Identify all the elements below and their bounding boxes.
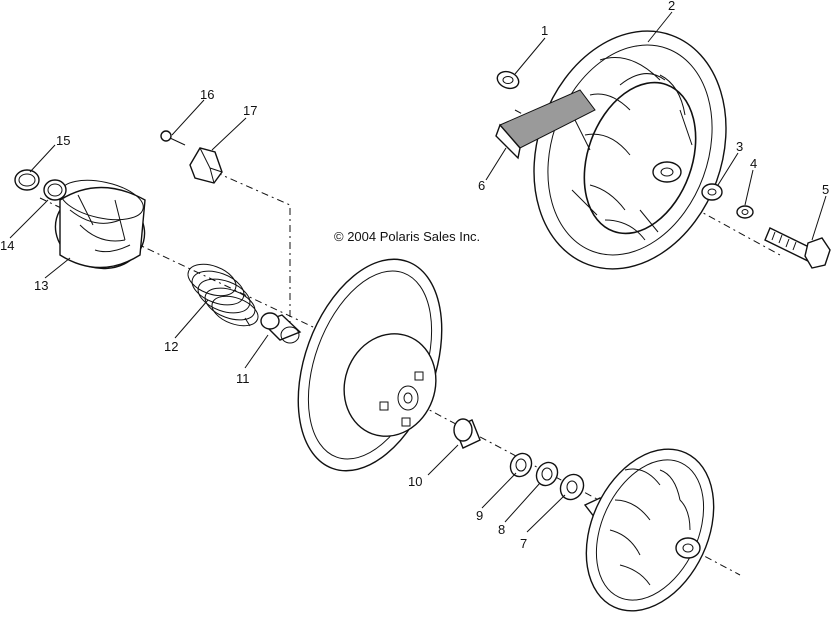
washer-part-1: [496, 70, 520, 90]
moveable-sheave: [297, 258, 443, 472]
ring-part-14: [43, 179, 67, 201]
bushing-part-11: [260, 312, 302, 344]
callout-3: 3: [736, 139, 743, 154]
callout-16: 16: [200, 87, 214, 102]
washer-part-9: [509, 452, 533, 478]
callout-8: 8: [498, 522, 505, 537]
callout-10: 10: [408, 474, 422, 489]
callout-13: 13: [34, 278, 48, 293]
washer-part-3: [701, 183, 723, 201]
callout-labels: 1 2 3 4 5 6 7 8 9 10 11 12 13 14 15 16 1…: [0, 0, 829, 551]
washer-part-7: [559, 473, 585, 501]
callout-17: 17: [243, 103, 257, 118]
callout-2: 2: [668, 0, 675, 13]
callout-15: 15: [56, 133, 70, 148]
callout-12: 12: [164, 339, 178, 354]
callout-14: 14: [0, 238, 14, 253]
screw-part-16: [160, 130, 186, 146]
washer-part-4: [736, 205, 754, 219]
callout-4: 4: [750, 156, 757, 171]
callout-11: 11: [236, 371, 250, 386]
callout-7: 7: [520, 536, 527, 551]
callout-6: 6: [478, 178, 485, 193]
callout-1: 1: [541, 23, 548, 38]
copyright-text: © 2004 Polaris Sales Inc.: [334, 229, 480, 244]
upper-sheave-part-2: [533, 30, 727, 270]
leader-lines: [9, 11, 827, 533]
bracket-part-17: [189, 147, 223, 184]
stationary-sheave: [583, 448, 715, 612]
bushing-part-10: [453, 418, 481, 449]
cam-part-13: [54, 179, 146, 270]
bolt-part-5: [764, 227, 831, 269]
washer-part-8: [535, 461, 559, 487]
snap-ring-part-15: [14, 169, 40, 191]
spring-part-12: [187, 263, 259, 327]
weight-bar-part-6: [495, 89, 596, 160]
callout-5: 5: [822, 182, 829, 197]
callout-9: 9: [476, 508, 483, 523]
